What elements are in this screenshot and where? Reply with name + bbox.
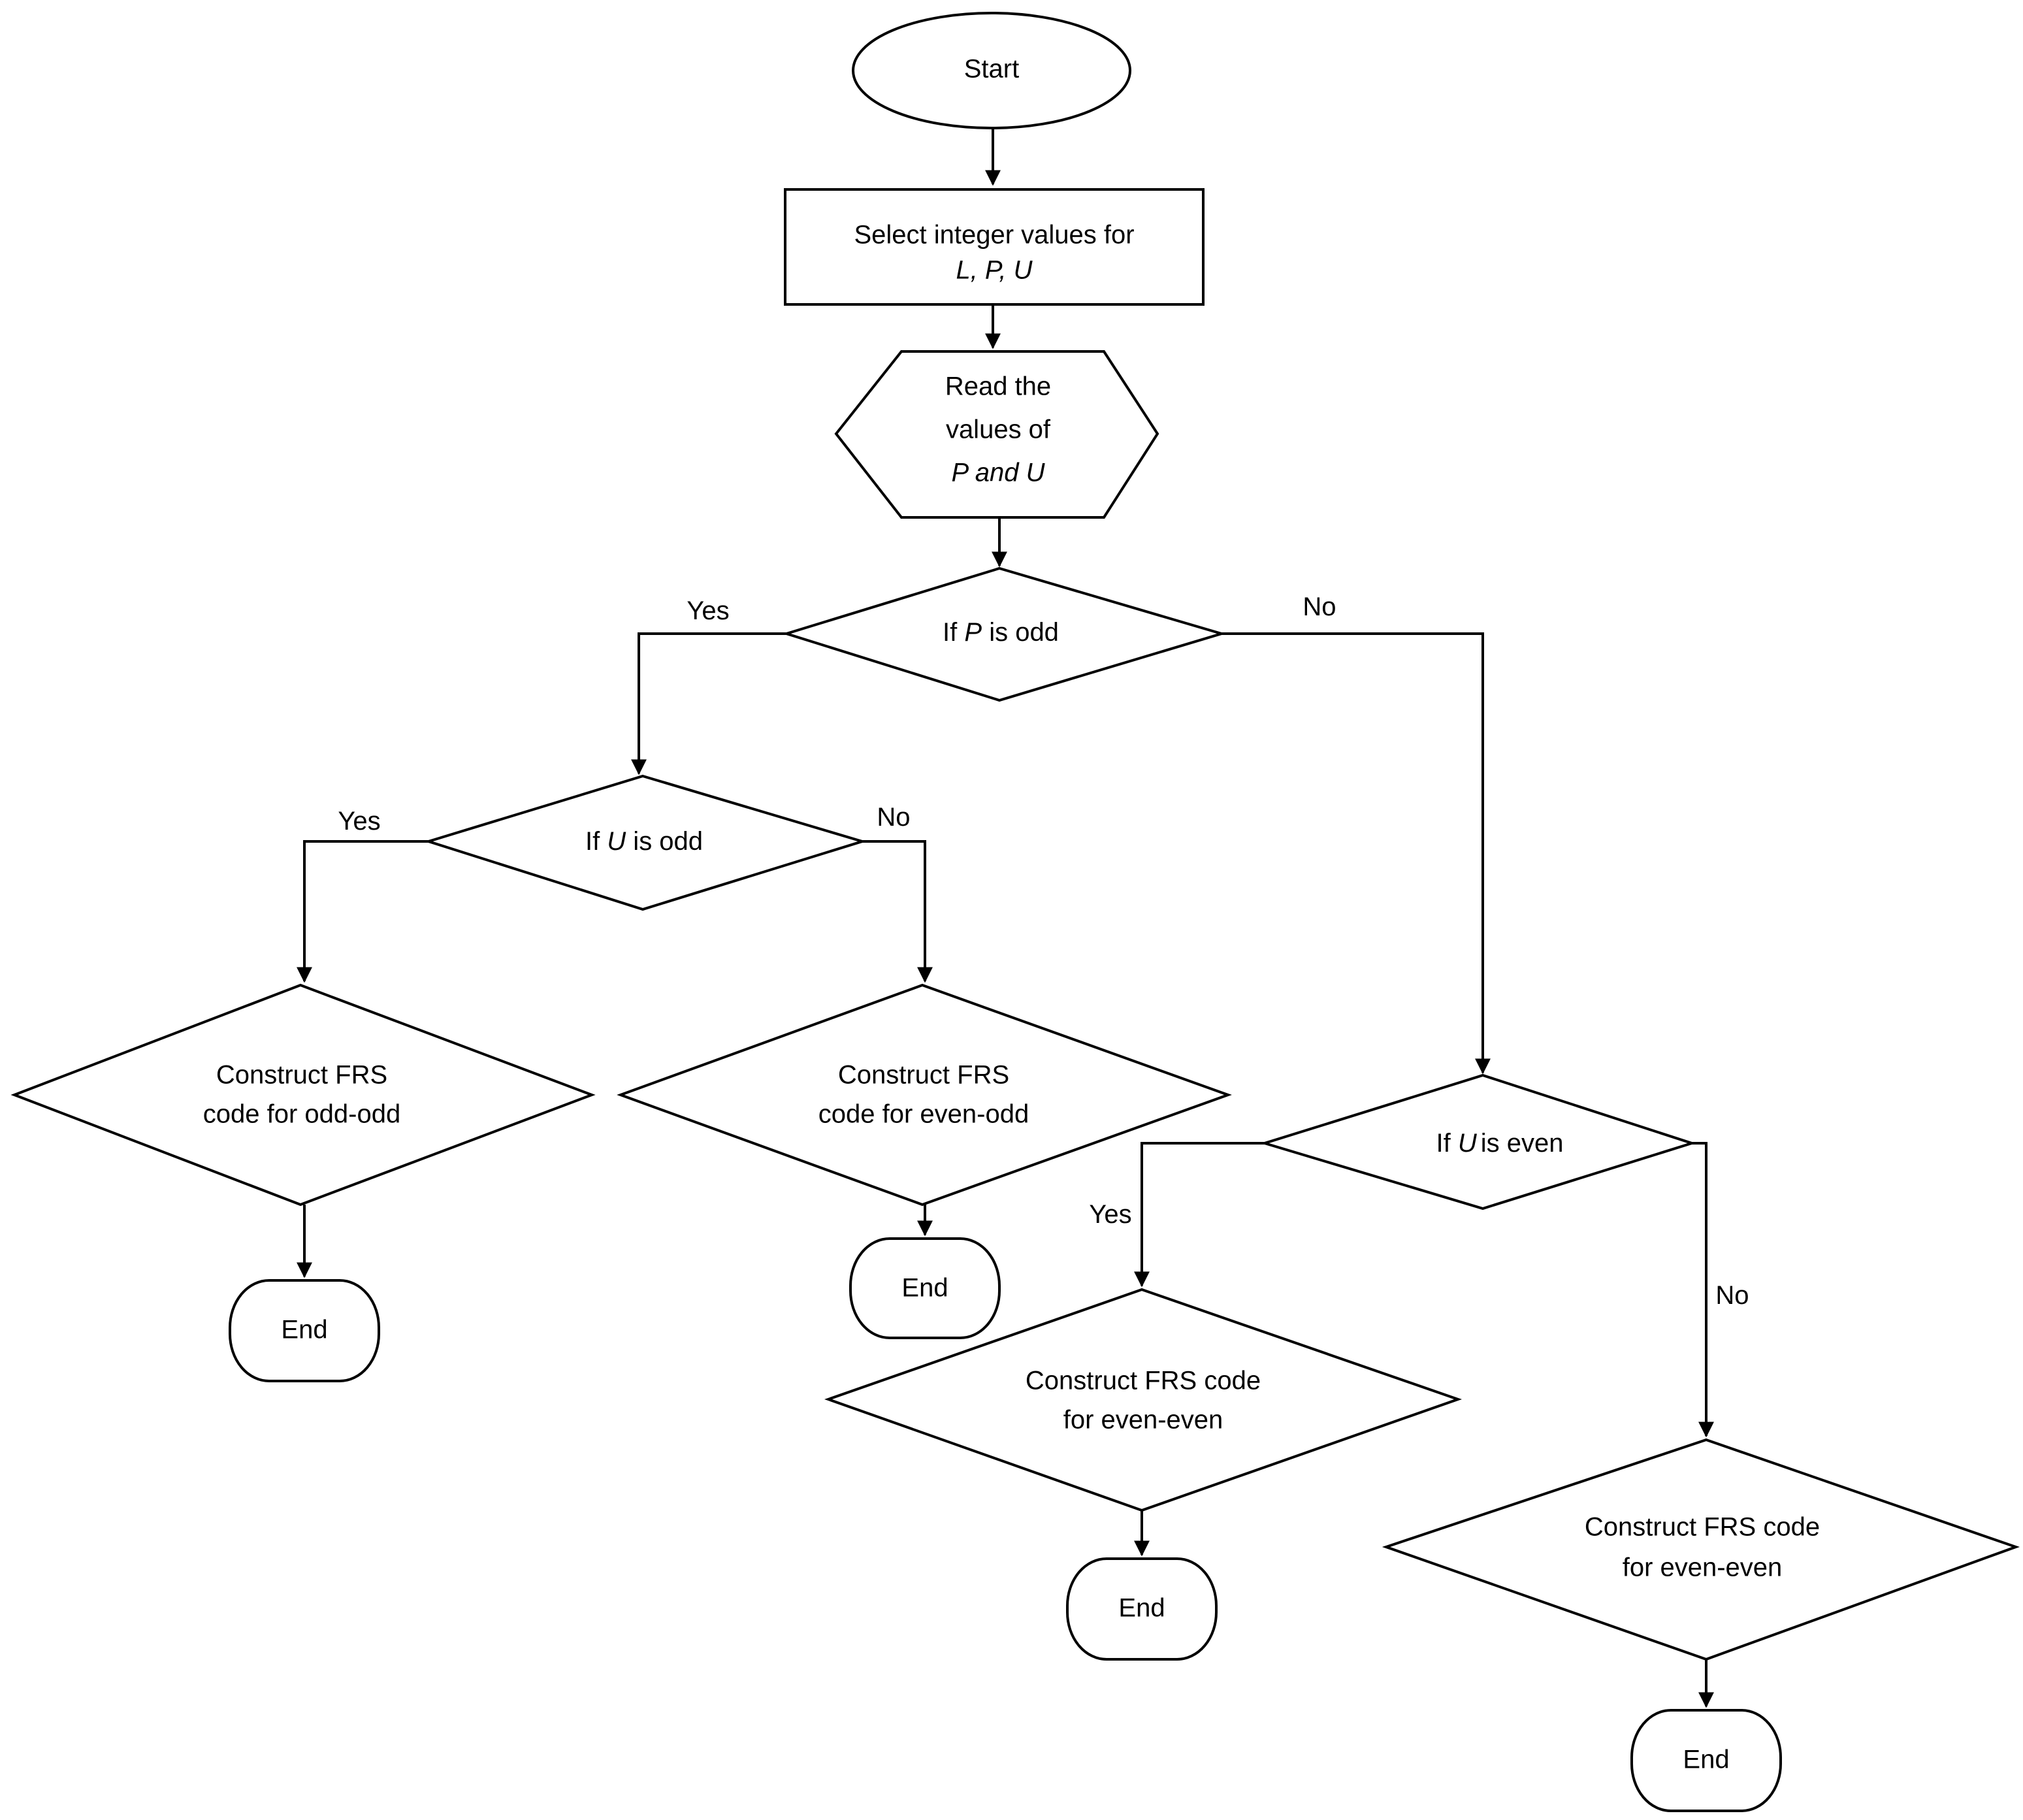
construct-even-even-2-node: Construct FRS code for even-even [1382, 1438, 2020, 1661]
construct-odd-odd-node: Construct FRS code for odd-odd [10, 983, 596, 1207]
end-even-even-2-label: End [1683, 1746, 1729, 1774]
construct-odd-odd-line2: code for odd-odd [203, 1100, 400, 1129]
end-node-even-even-2: End [1630, 1709, 1782, 1812]
construct-even-odd-diamond [617, 983, 1232, 1207]
end-even-odd-box [849, 1237, 1001, 1339]
end-node-odd-odd: End [229, 1279, 380, 1382]
label-u-even-no: No [1715, 1281, 1749, 1310]
construct-even-even-2-line1: Construct FRS code [1585, 1513, 1820, 1542]
connectors [297, 128, 1714, 1708]
label-u-even-yes: Yes [1089, 1200, 1131, 1229]
read-values-node: Read the values of P and U [834, 350, 1159, 519]
end-even-odd-label: End [901, 1274, 948, 1303]
edge-labels: Yes No Yes No Yes No [338, 593, 1749, 1310]
construct-odd-odd-line1: Construct FRS [216, 1061, 387, 1090]
label-p-odd-yes: Yes [687, 596, 729, 625]
decision-u-even-diamond [1260, 1073, 1696, 1211]
construct-even-even-1-diamond [824, 1288, 1463, 1512]
select-values-line1: Select integer values for [854, 221, 1134, 250]
decision-p-odd-label: If P is odd [943, 618, 1059, 647]
edge-u-odd-no [862, 840, 933, 983]
label-u-odd-no: No [877, 803, 910, 832]
edge-p-odd-yes [631, 632, 786, 775]
construct-even-odd-line2: code for even-odd [818, 1100, 1029, 1129]
construct-even-odd-node: Construct FRS code for even-odd [617, 983, 1232, 1207]
read-values-line1: Read the [945, 372, 1051, 401]
end-even-even-1-box [1066, 1557, 1218, 1661]
end-odd-odd-label: End [281, 1316, 327, 1344]
edge-u-even-yes [1134, 1142, 1265, 1288]
decision-p-odd-diamond [782, 566, 1227, 702]
decision-p-odd: If P is odd [782, 566, 1227, 702]
select-values-line2: L, P, U [956, 256, 1033, 285]
end-even-even-2-box [1630, 1709, 1782, 1812]
construct-even-odd-line1: Construct FRS [838, 1061, 1009, 1090]
end-even-even-1-label: End [1118, 1594, 1165, 1623]
construct-odd-odd-diamond [10, 983, 596, 1207]
select-values-box [784, 188, 1205, 306]
decision-u-odd-diamond [424, 774, 867, 911]
construct-even-even-2-diamond [1382, 1438, 2020, 1661]
read-values-line2: values of [946, 415, 1051, 444]
label-p-odd-no: No [1303, 593, 1336, 621]
decision-u-odd-label: If U is odd [585, 827, 703, 856]
select-values-node: Select integer values for L, P, U [784, 188, 1205, 306]
label-u-odd-yes: Yes [338, 807, 380, 836]
construct-even-even-2-line2: for even-even [1623, 1553, 1783, 1582]
end-node-even-odd: End [849, 1237, 1001, 1339]
construct-even-even-1-line2: for even-even [1063, 1406, 1223, 1435]
start-node: Start [852, 12, 1131, 129]
edge-u-even-no [1692, 1142, 1714, 1438]
construct-even-even-1-line1: Construct FRS code [1026, 1367, 1261, 1395]
edge-p-odd-no [1222, 632, 1491, 1075]
decision-u-odd: If U is odd [424, 774, 867, 911]
end-node-even-even-1: End [1066, 1557, 1218, 1661]
end-odd-odd-box [229, 1279, 380, 1382]
construct-even-even-1-node: Construct FRS code for even-even [824, 1288, 1463, 1512]
start-label: Start [964, 55, 1019, 84]
edge-u-odd-yes [297, 840, 429, 983]
read-values-line3: P and U [951, 459, 1045, 487]
read-values-hexagon [834, 350, 1159, 519]
start-ellipse [852, 12, 1131, 129]
